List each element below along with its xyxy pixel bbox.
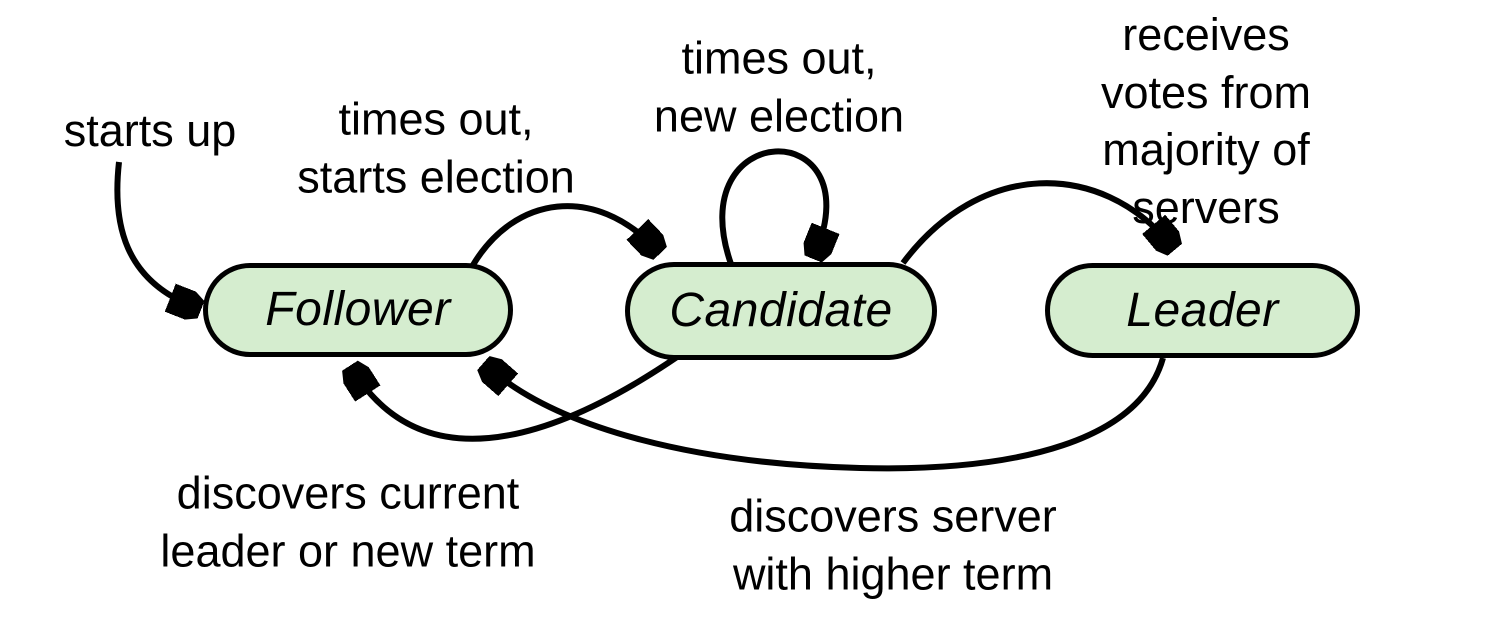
state-leader: Leader (1045, 263, 1360, 358)
arrow-leader-to-follower (489, 358, 1166, 472)
arrow-starts-up (114, 161, 194, 307)
label-discovers-current-leader: discovers current leader or new term (160, 467, 536, 576)
label-times-out-new-election: times out, new election (653, 32, 905, 141)
state-candidate: Candidate (625, 262, 937, 360)
state-follower: Follower (203, 263, 513, 357)
label-times-out-starts-election: times out, starts election (297, 93, 575, 202)
arrow-follower-to-candidate (470, 203, 655, 267)
label-discovers-server-higher-term: discovers server with higher term (729, 490, 1057, 599)
state-follower-label: Follower (265, 283, 451, 336)
arrow-candidate-to-leader (900, 180, 1170, 265)
arrow-candidate-self-loop (719, 148, 826, 265)
state-candidate-label: Candidate (669, 284, 893, 337)
state-leader-label: Leader (1126, 283, 1279, 337)
label-starts-up: starts up (63, 105, 237, 157)
label-receives-votes-majority: receives votes from majority of servers (1100, 8, 1312, 233)
arrow-candidate-to-follower (354, 354, 679, 442)
